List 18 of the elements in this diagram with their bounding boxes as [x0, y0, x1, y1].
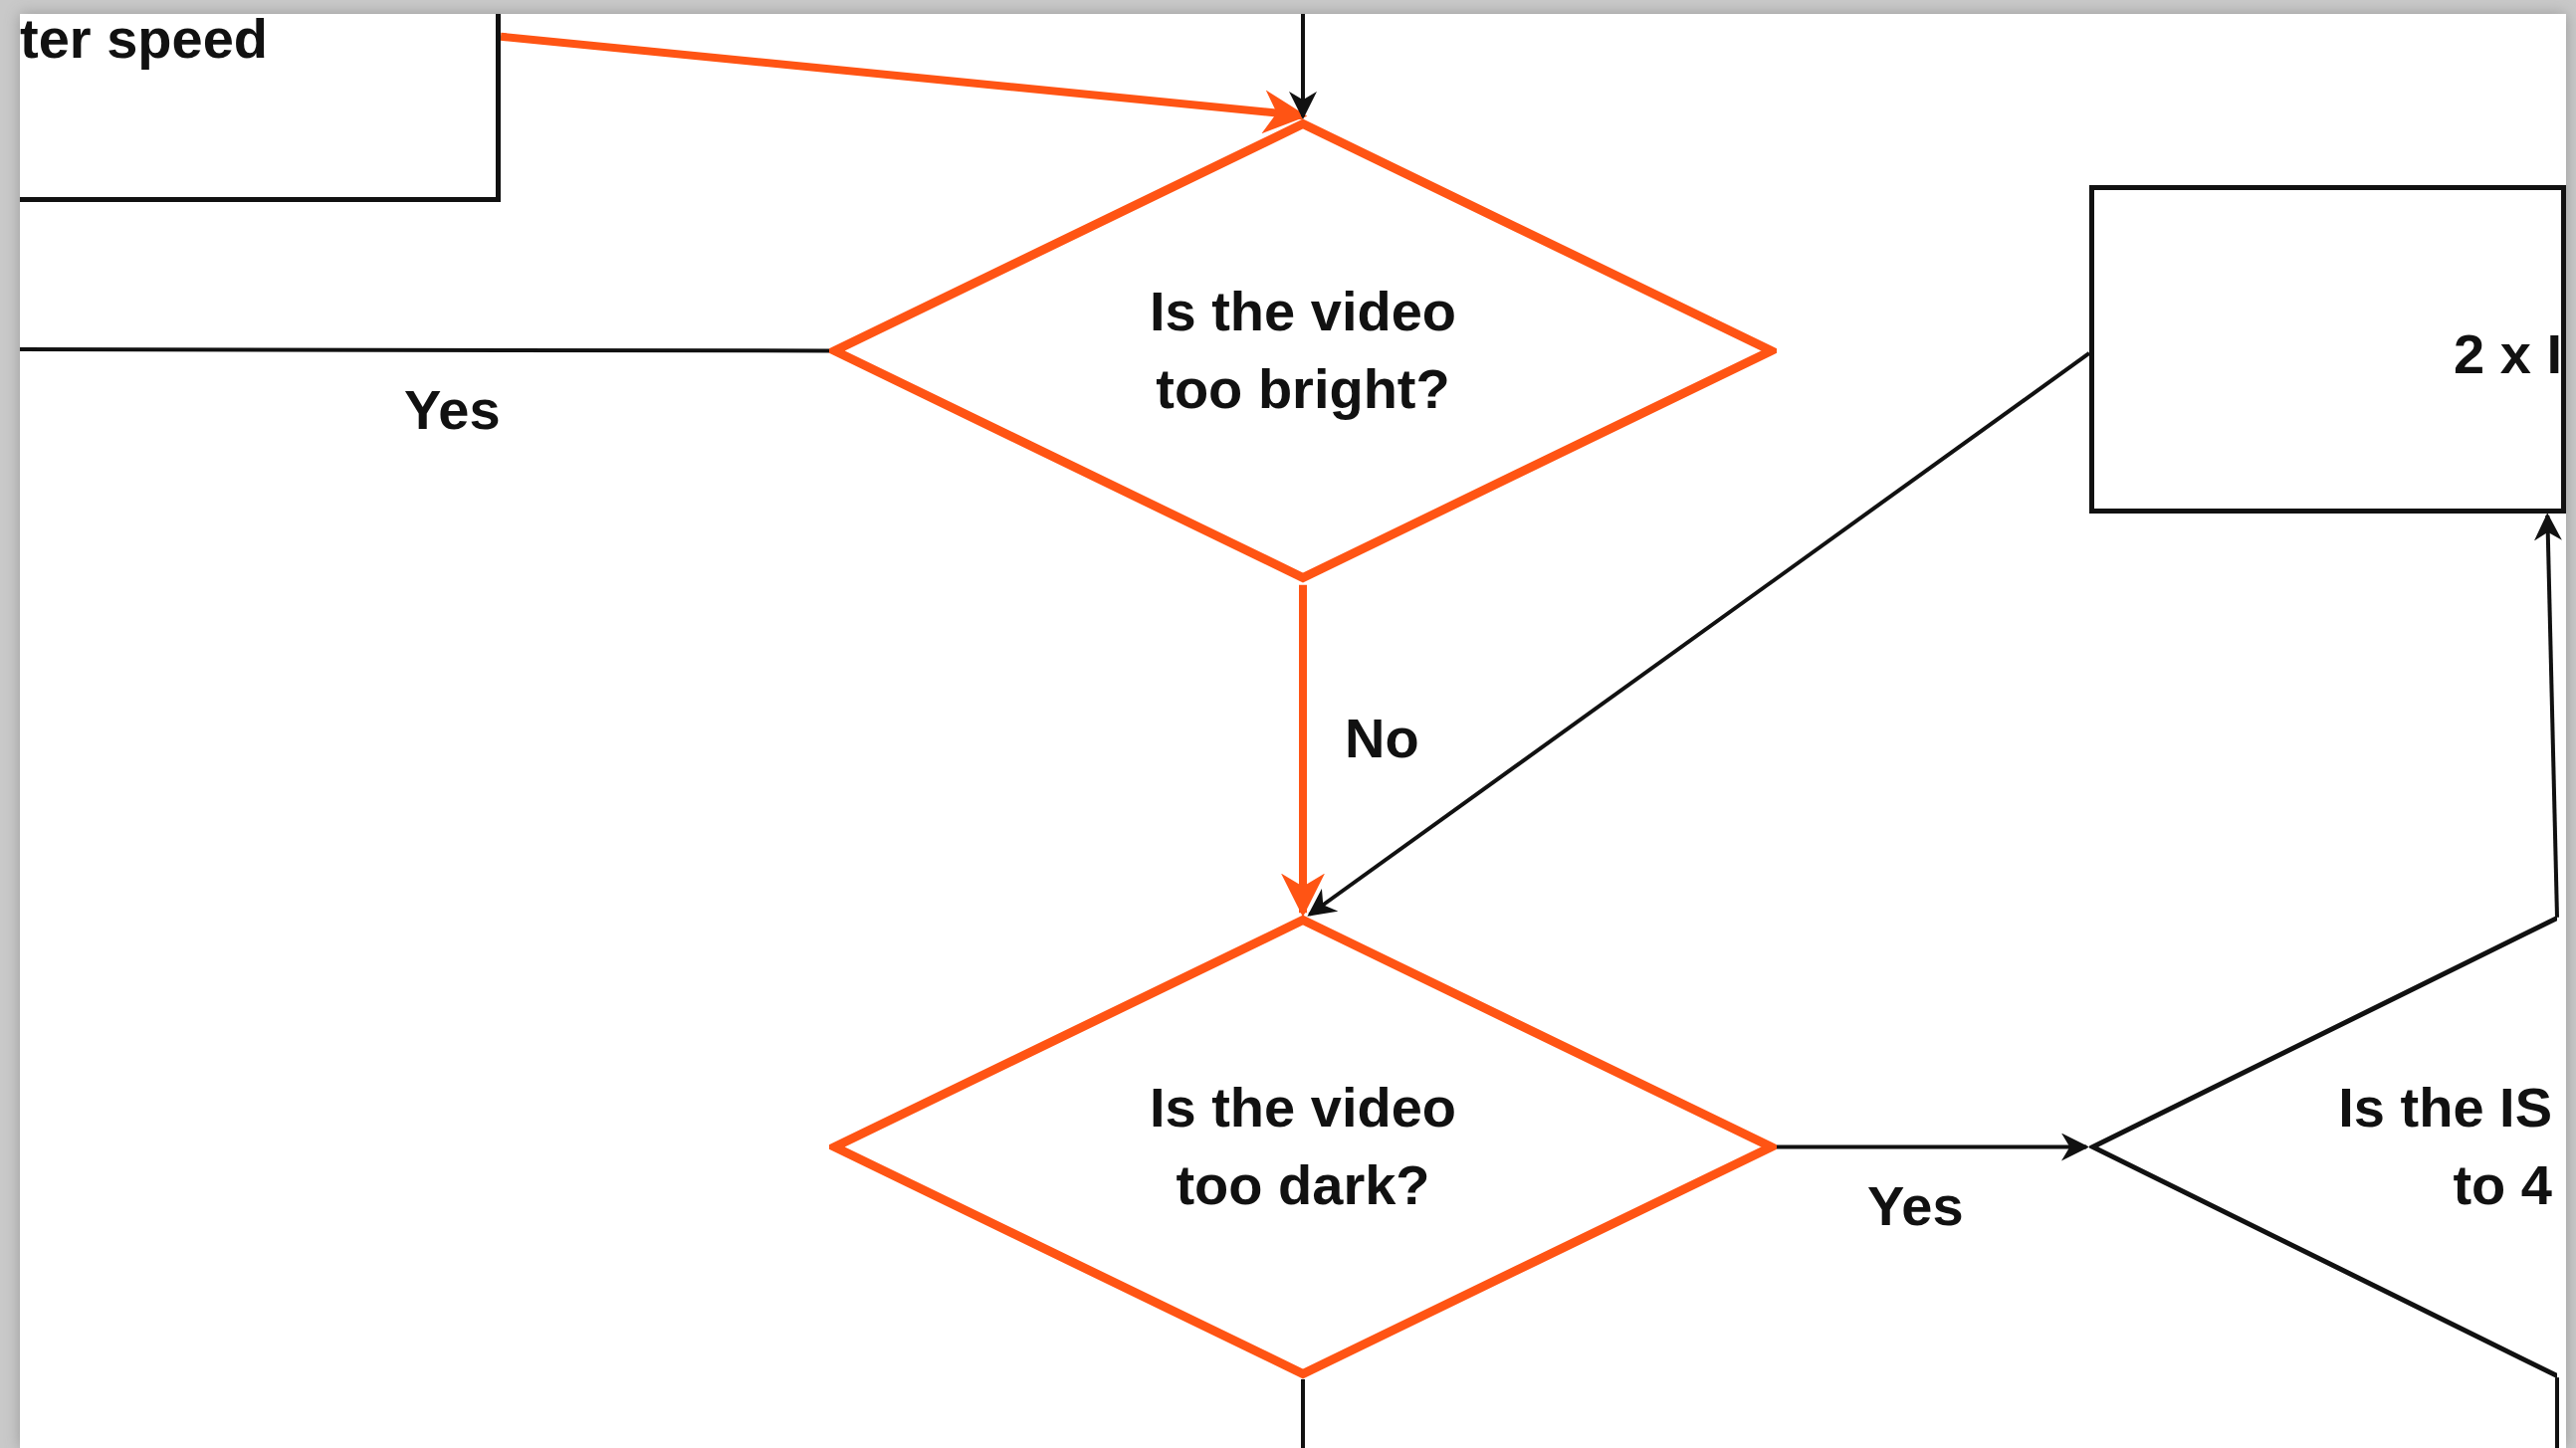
arrow	[1289, 14, 1317, 119]
node-label: Is the video too bright?	[1148, 279, 1458, 422]
arrow	[1307, 351, 2091, 917]
node-label: Is the video too dark?	[1148, 1075, 1458, 1218]
decision-diamond	[2089, 915, 2557, 1379]
process-box	[2089, 185, 2566, 514]
connector-line	[1301, 1379, 1305, 1448]
connector-line	[20, 347, 829, 353]
node-label: ter speed	[20, 14, 269, 72]
node-label: Is the IS to 4	[2337, 1075, 2552, 1218]
node-label: 2 x I	[2453, 321, 2562, 387]
process-box	[20, 14, 501, 202]
arrow	[500, 32, 1308, 134]
arrow	[1777, 1133, 2089, 1161]
decision-diamond	[829, 118, 1777, 583]
arrow	[2533, 513, 2562, 918]
decision-diamond	[829, 915, 1777, 1379]
connector-line	[2555, 1377, 2559, 1448]
